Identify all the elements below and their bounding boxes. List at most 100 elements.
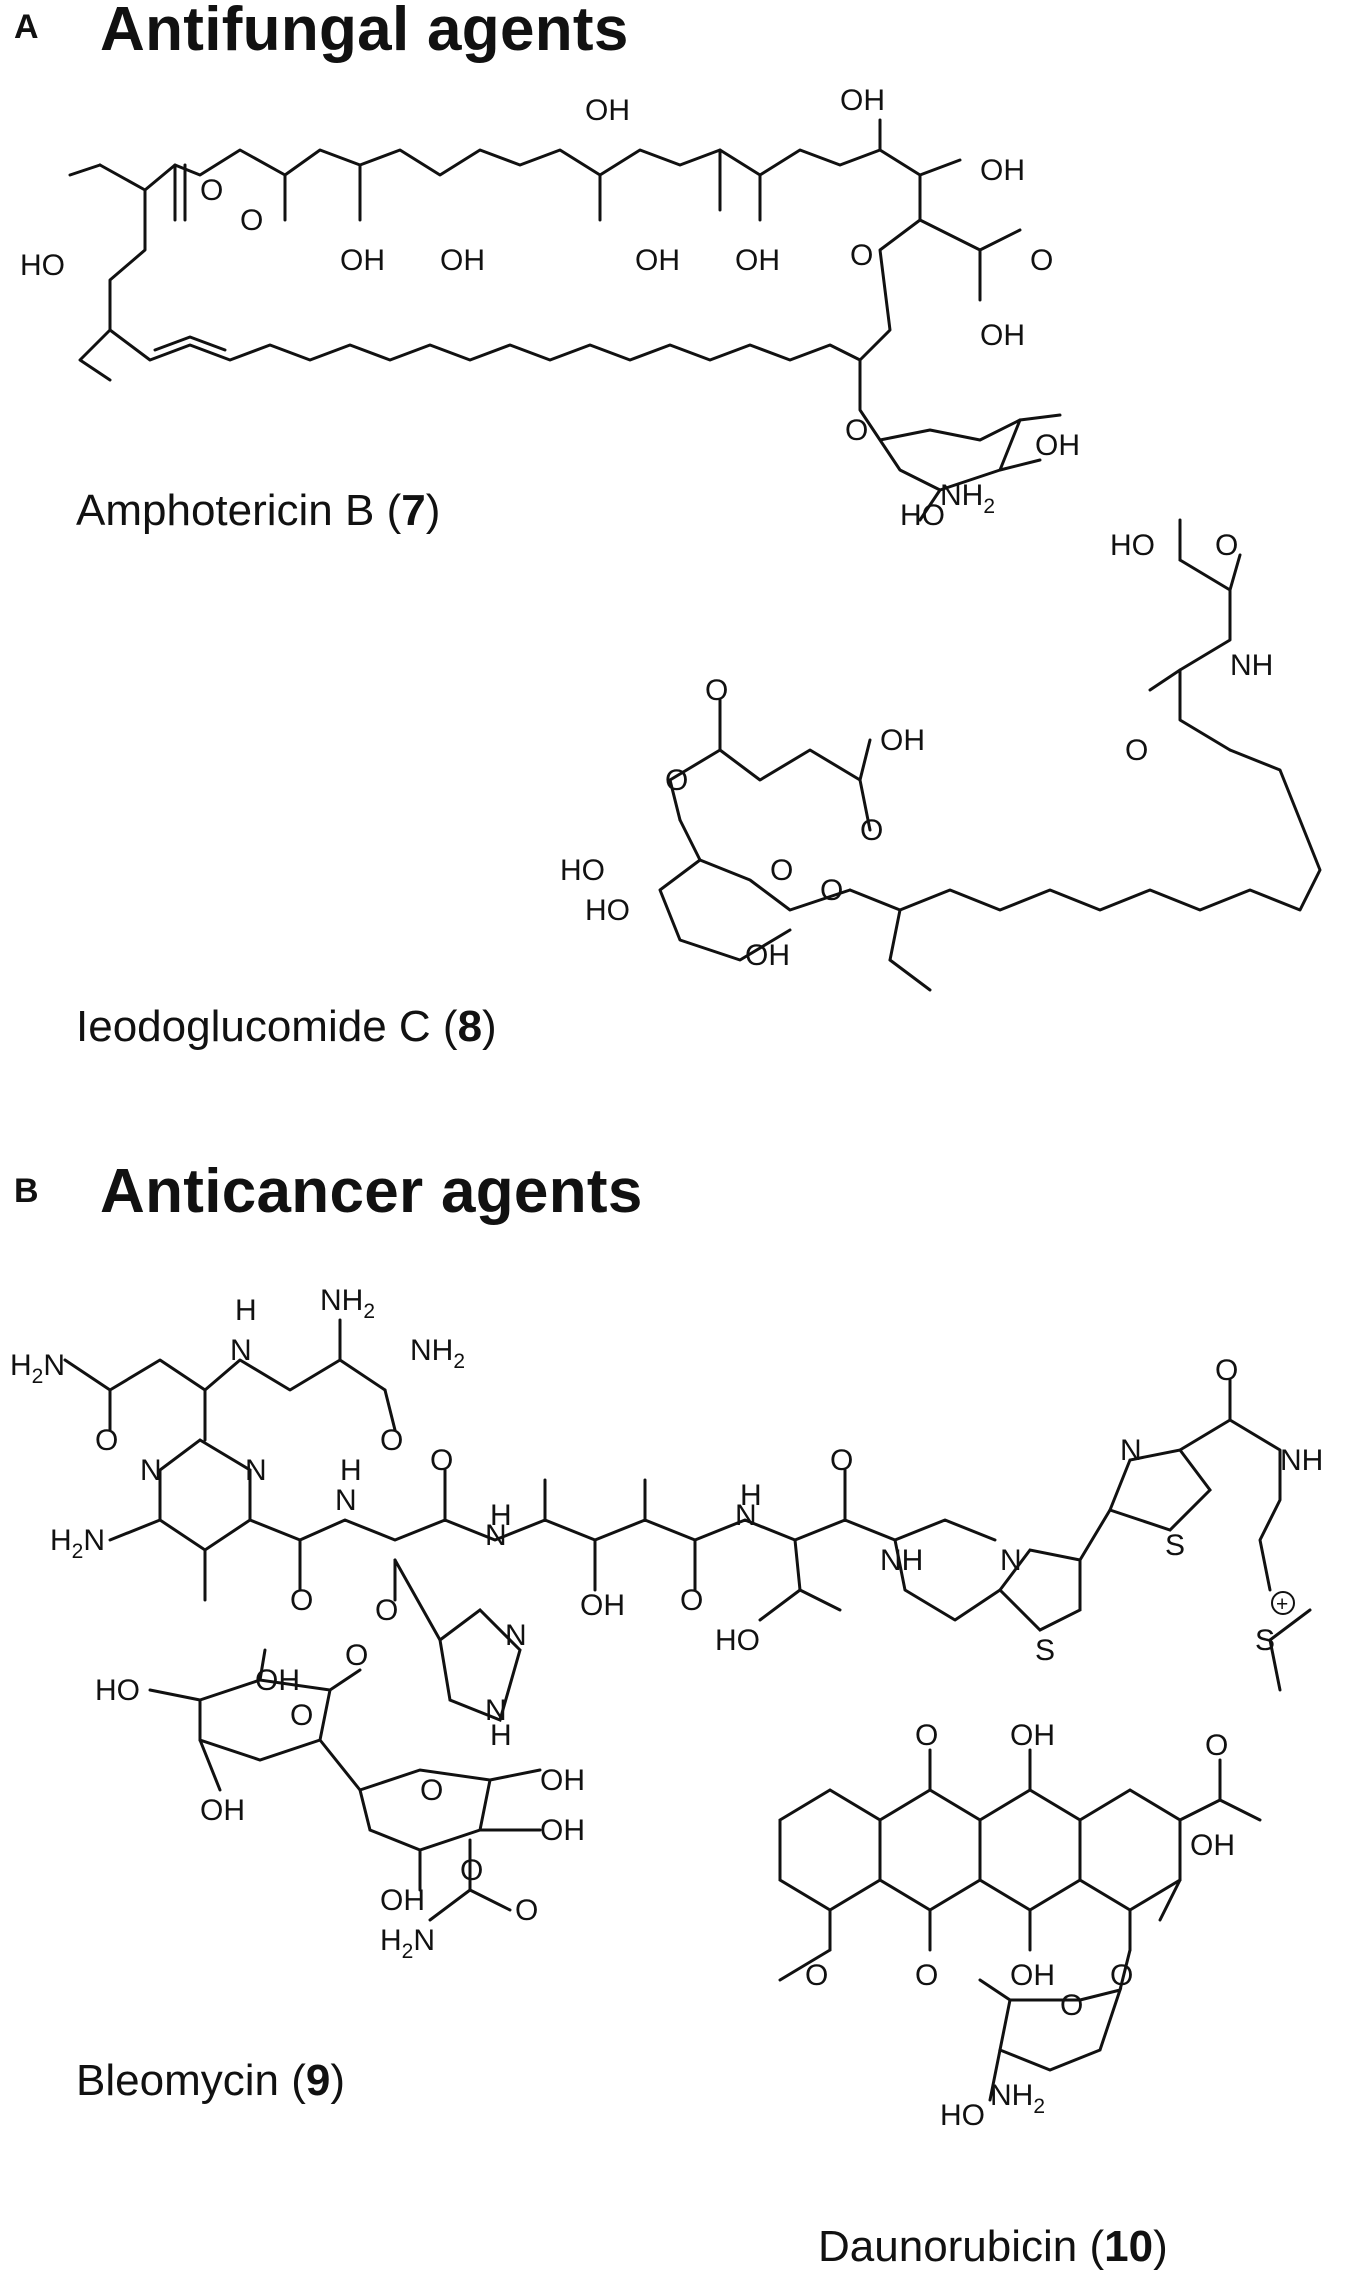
amphotericin-left-side bbox=[78, 188, 147, 382]
mycosamine-ring bbox=[858, 358, 1022, 492]
atom-ho: HO bbox=[940, 2099, 985, 2132]
atom-o: O bbox=[830, 1444, 853, 1477]
atom-o: O bbox=[915, 1719, 938, 1752]
atom-h: H bbox=[490, 1499, 512, 1532]
caption-ieodoglucomide-c: Ieodoglucomide C (8) bbox=[76, 1002, 497, 1051]
atom-oh: OH bbox=[880, 724, 925, 757]
atom-o: O bbox=[240, 204, 263, 237]
atom-ho: HO bbox=[715, 1624, 760, 1657]
atom-n: N bbox=[335, 1484, 357, 1517]
atom-h2n: H2N bbox=[50, 1524, 105, 1563]
atom-h2n: H2N bbox=[380, 1924, 435, 1963]
atom-o: O bbox=[345, 1639, 368, 1672]
atom-oh: OH bbox=[440, 244, 485, 277]
glucose-ring bbox=[658, 858, 852, 962]
atom-ho: HO bbox=[585, 894, 630, 927]
atom-ho: HO bbox=[900, 499, 945, 532]
daunorubicin-ring-b bbox=[878, 1788, 982, 1912]
atom-n: N bbox=[1000, 1544, 1022, 1577]
atom-n: N bbox=[485, 1694, 507, 1727]
atom-o: O bbox=[290, 1584, 313, 1617]
amphotericin-top-chain bbox=[98, 148, 882, 192]
atom-nh2: NH2 bbox=[320, 1284, 375, 1323]
atom-o: O bbox=[420, 1774, 443, 1807]
bleomycin-ethyl-linker bbox=[893, 1538, 1002, 1622]
atom-oh: OH bbox=[1010, 1719, 1055, 1752]
atom-n: N bbox=[140, 1454, 162, 1487]
ieodoglucomide-c-structure: HO O NH O O O OH O O O HO HO OH bbox=[560, 518, 1322, 992]
daunorubicin-ring-d bbox=[1078, 1788, 1182, 1912]
atom-o: O bbox=[1205, 1729, 1228, 1762]
atom-oh: OH bbox=[580, 1589, 625, 1622]
atom-o: O bbox=[850, 239, 873, 272]
atom-n: N bbox=[230, 1334, 252, 1367]
atom-nh: NH bbox=[1230, 649, 1273, 682]
daunorubicin-ring-c bbox=[978, 1788, 1082, 1912]
atom-o: O bbox=[1215, 1354, 1238, 1387]
atom-oh: OH bbox=[340, 244, 385, 277]
atom-oh: OH bbox=[980, 154, 1025, 187]
atom-plus: + bbox=[1276, 1593, 1288, 1616]
panel-b-title: Anticancer agents bbox=[100, 1157, 643, 1226]
atom-o: O bbox=[915, 1959, 938, 1992]
bleomycin-side-chain bbox=[63, 1358, 387, 1392]
atom-h: H bbox=[235, 1294, 257, 1327]
bleomycin-tail bbox=[1178, 1418, 1282, 1592]
amphotericin-polyene-double bbox=[153, 335, 227, 352]
atom-o: O bbox=[665, 764, 688, 797]
atom-nh: NH bbox=[1280, 1444, 1323, 1477]
atom-oh: OH bbox=[1035, 429, 1080, 462]
atom-o: O bbox=[680, 1584, 703, 1617]
atom-nh2: NH2 bbox=[410, 1334, 465, 1373]
thiazole-ring-2 bbox=[1108, 1448, 1212, 1532]
atom-oh: OH bbox=[1010, 1959, 1055, 1992]
atom-oh: OH bbox=[540, 1764, 585, 1797]
atom-s: S bbox=[1255, 1624, 1275, 1657]
bleomycin-amide-chain bbox=[248, 1518, 997, 1542]
atom-oh: OH bbox=[380, 1884, 425, 1917]
atom-ho: HO bbox=[1110, 529, 1155, 562]
atom-o: O bbox=[95, 1424, 118, 1457]
atom-oh: OH bbox=[735, 244, 780, 277]
atom-nh: N bbox=[485, 1519, 507, 1552]
atom-oh: OH bbox=[585, 94, 630, 127]
compound-number: 8 bbox=[457, 1002, 483, 1051]
caption-daunorubicin: Daunorubicin (10) bbox=[818, 2222, 1168, 2271]
atom-o: O bbox=[460, 1854, 483, 1887]
atom-s: S bbox=[1165, 1529, 1185, 1562]
atom-n: N bbox=[245, 1454, 267, 1487]
atom-o: O bbox=[380, 1424, 403, 1457]
atom-o: O bbox=[1030, 244, 1053, 277]
atom-o: O bbox=[770, 854, 793, 887]
compound-name: Amphotericin B bbox=[76, 486, 375, 535]
compound-name: Ieodoglucomide C bbox=[76, 1002, 431, 1051]
atom-o: O bbox=[1215, 529, 1238, 562]
ieodoglucomide-fatty-chain bbox=[898, 748, 1322, 912]
atom-n: N bbox=[1120, 1434, 1142, 1467]
atom-o: O bbox=[200, 174, 223, 207]
atom-s: S bbox=[1035, 1634, 1055, 1667]
panel-a-title: Antifungal agents bbox=[100, 0, 629, 64]
compound-name: Bleomycin bbox=[76, 2056, 279, 2105]
atom-o: O bbox=[430, 1444, 453, 1477]
atom-oh: OH bbox=[840, 84, 885, 117]
atom-o: O bbox=[845, 414, 868, 447]
atom-h2n: H2N bbox=[10, 1349, 65, 1388]
atom-o: O bbox=[705, 674, 728, 707]
atom-ho: HO bbox=[560, 854, 605, 887]
ieodoglucomide-amino-acid bbox=[1178, 558, 1232, 752]
atom-o: O bbox=[515, 1894, 538, 1927]
atom-nh: NH bbox=[880, 1544, 923, 1577]
atom-o: O bbox=[1110, 1959, 1133, 1992]
atom-o: O bbox=[860, 814, 883, 847]
bleomycin-structure: H2N O H N NH2 NH2 O N N H2N N H O O N H … bbox=[10, 1284, 1323, 1963]
atom-oh: OH bbox=[200, 1794, 245, 1827]
atom-h: H bbox=[490, 1719, 512, 1752]
atom-oh: OH bbox=[255, 1664, 300, 1697]
atom-nh2: NH2 bbox=[990, 2079, 1045, 2118]
pyrimidine-ring bbox=[158, 1438, 252, 1552]
amphotericin-polyene bbox=[108, 328, 862, 362]
panel-b-letter: B bbox=[14, 1172, 39, 1210]
atom-o: O bbox=[820, 874, 843, 907]
